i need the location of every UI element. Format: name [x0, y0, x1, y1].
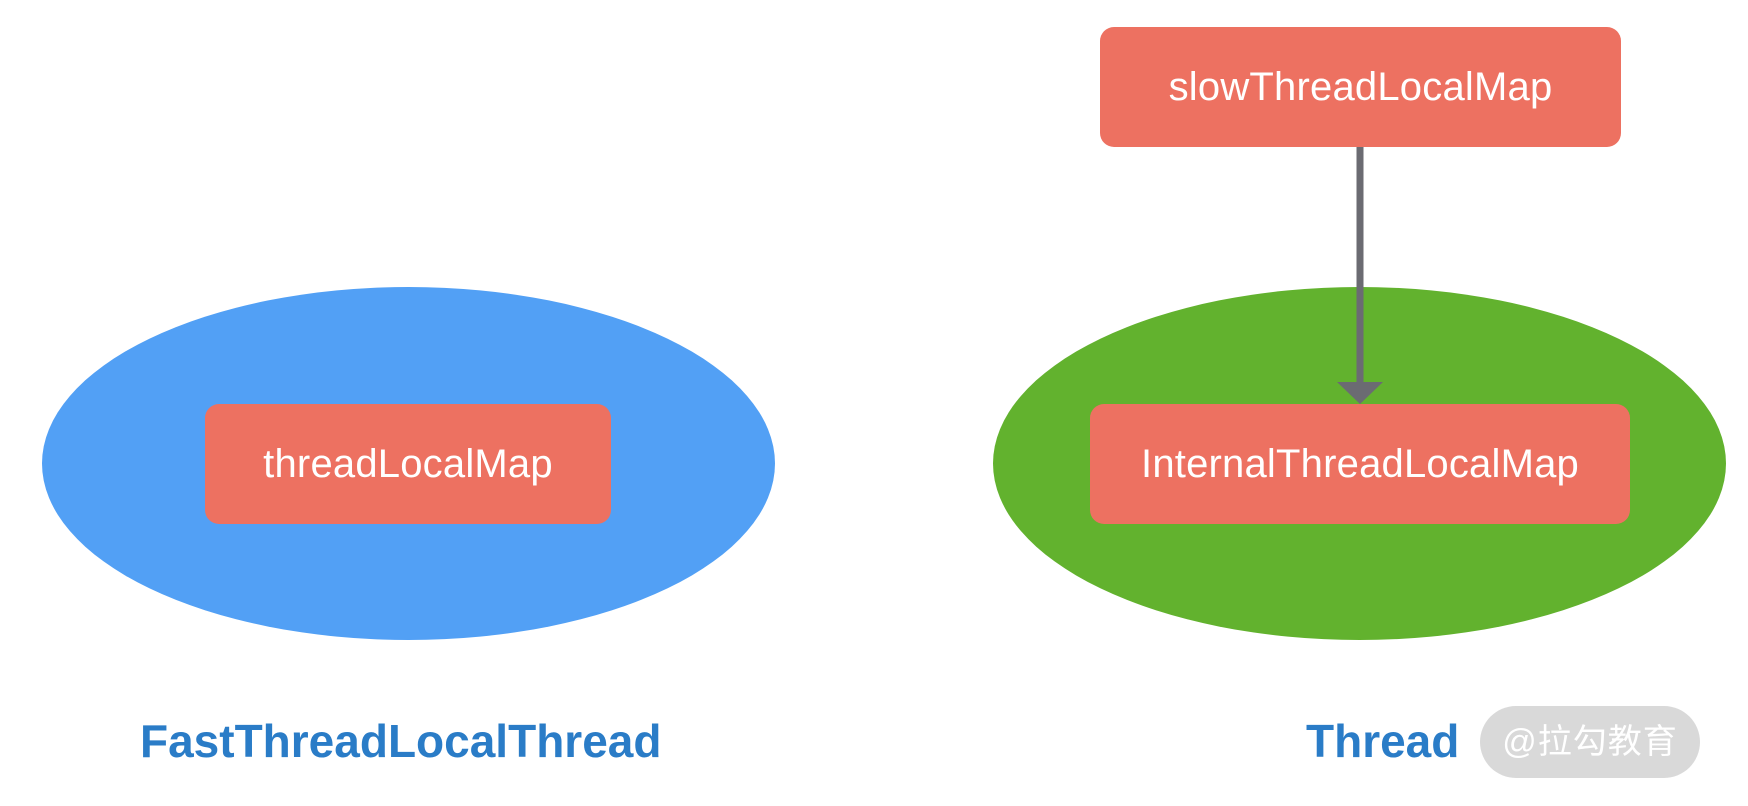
node-internal-thread-local-map-label: InternalThreadLocalMap [1141, 442, 1579, 486]
node-thread-local-map-label: threadLocalMap [263, 442, 553, 486]
watermark-badge: @拉勾教育 [1480, 706, 1700, 778]
watermark-text: @拉勾教育 [1502, 723, 1678, 761]
node-thread-local-map[interactable]: threadLocalMap [205, 404, 611, 524]
node-slow-thread-local-map[interactable]: slowThreadLocalMap [1100, 27, 1621, 147]
group-label-thread: Thread [1306, 715, 1460, 767]
node-internal-thread-local-map[interactable]: InternalThreadLocalMap [1090, 404, 1630, 524]
node-slow-thread-local-map-label: slowThreadLocalMap [1168, 65, 1553, 109]
group-label-fast-thread-local-thread: FastThreadLocalThread [140, 715, 662, 767]
